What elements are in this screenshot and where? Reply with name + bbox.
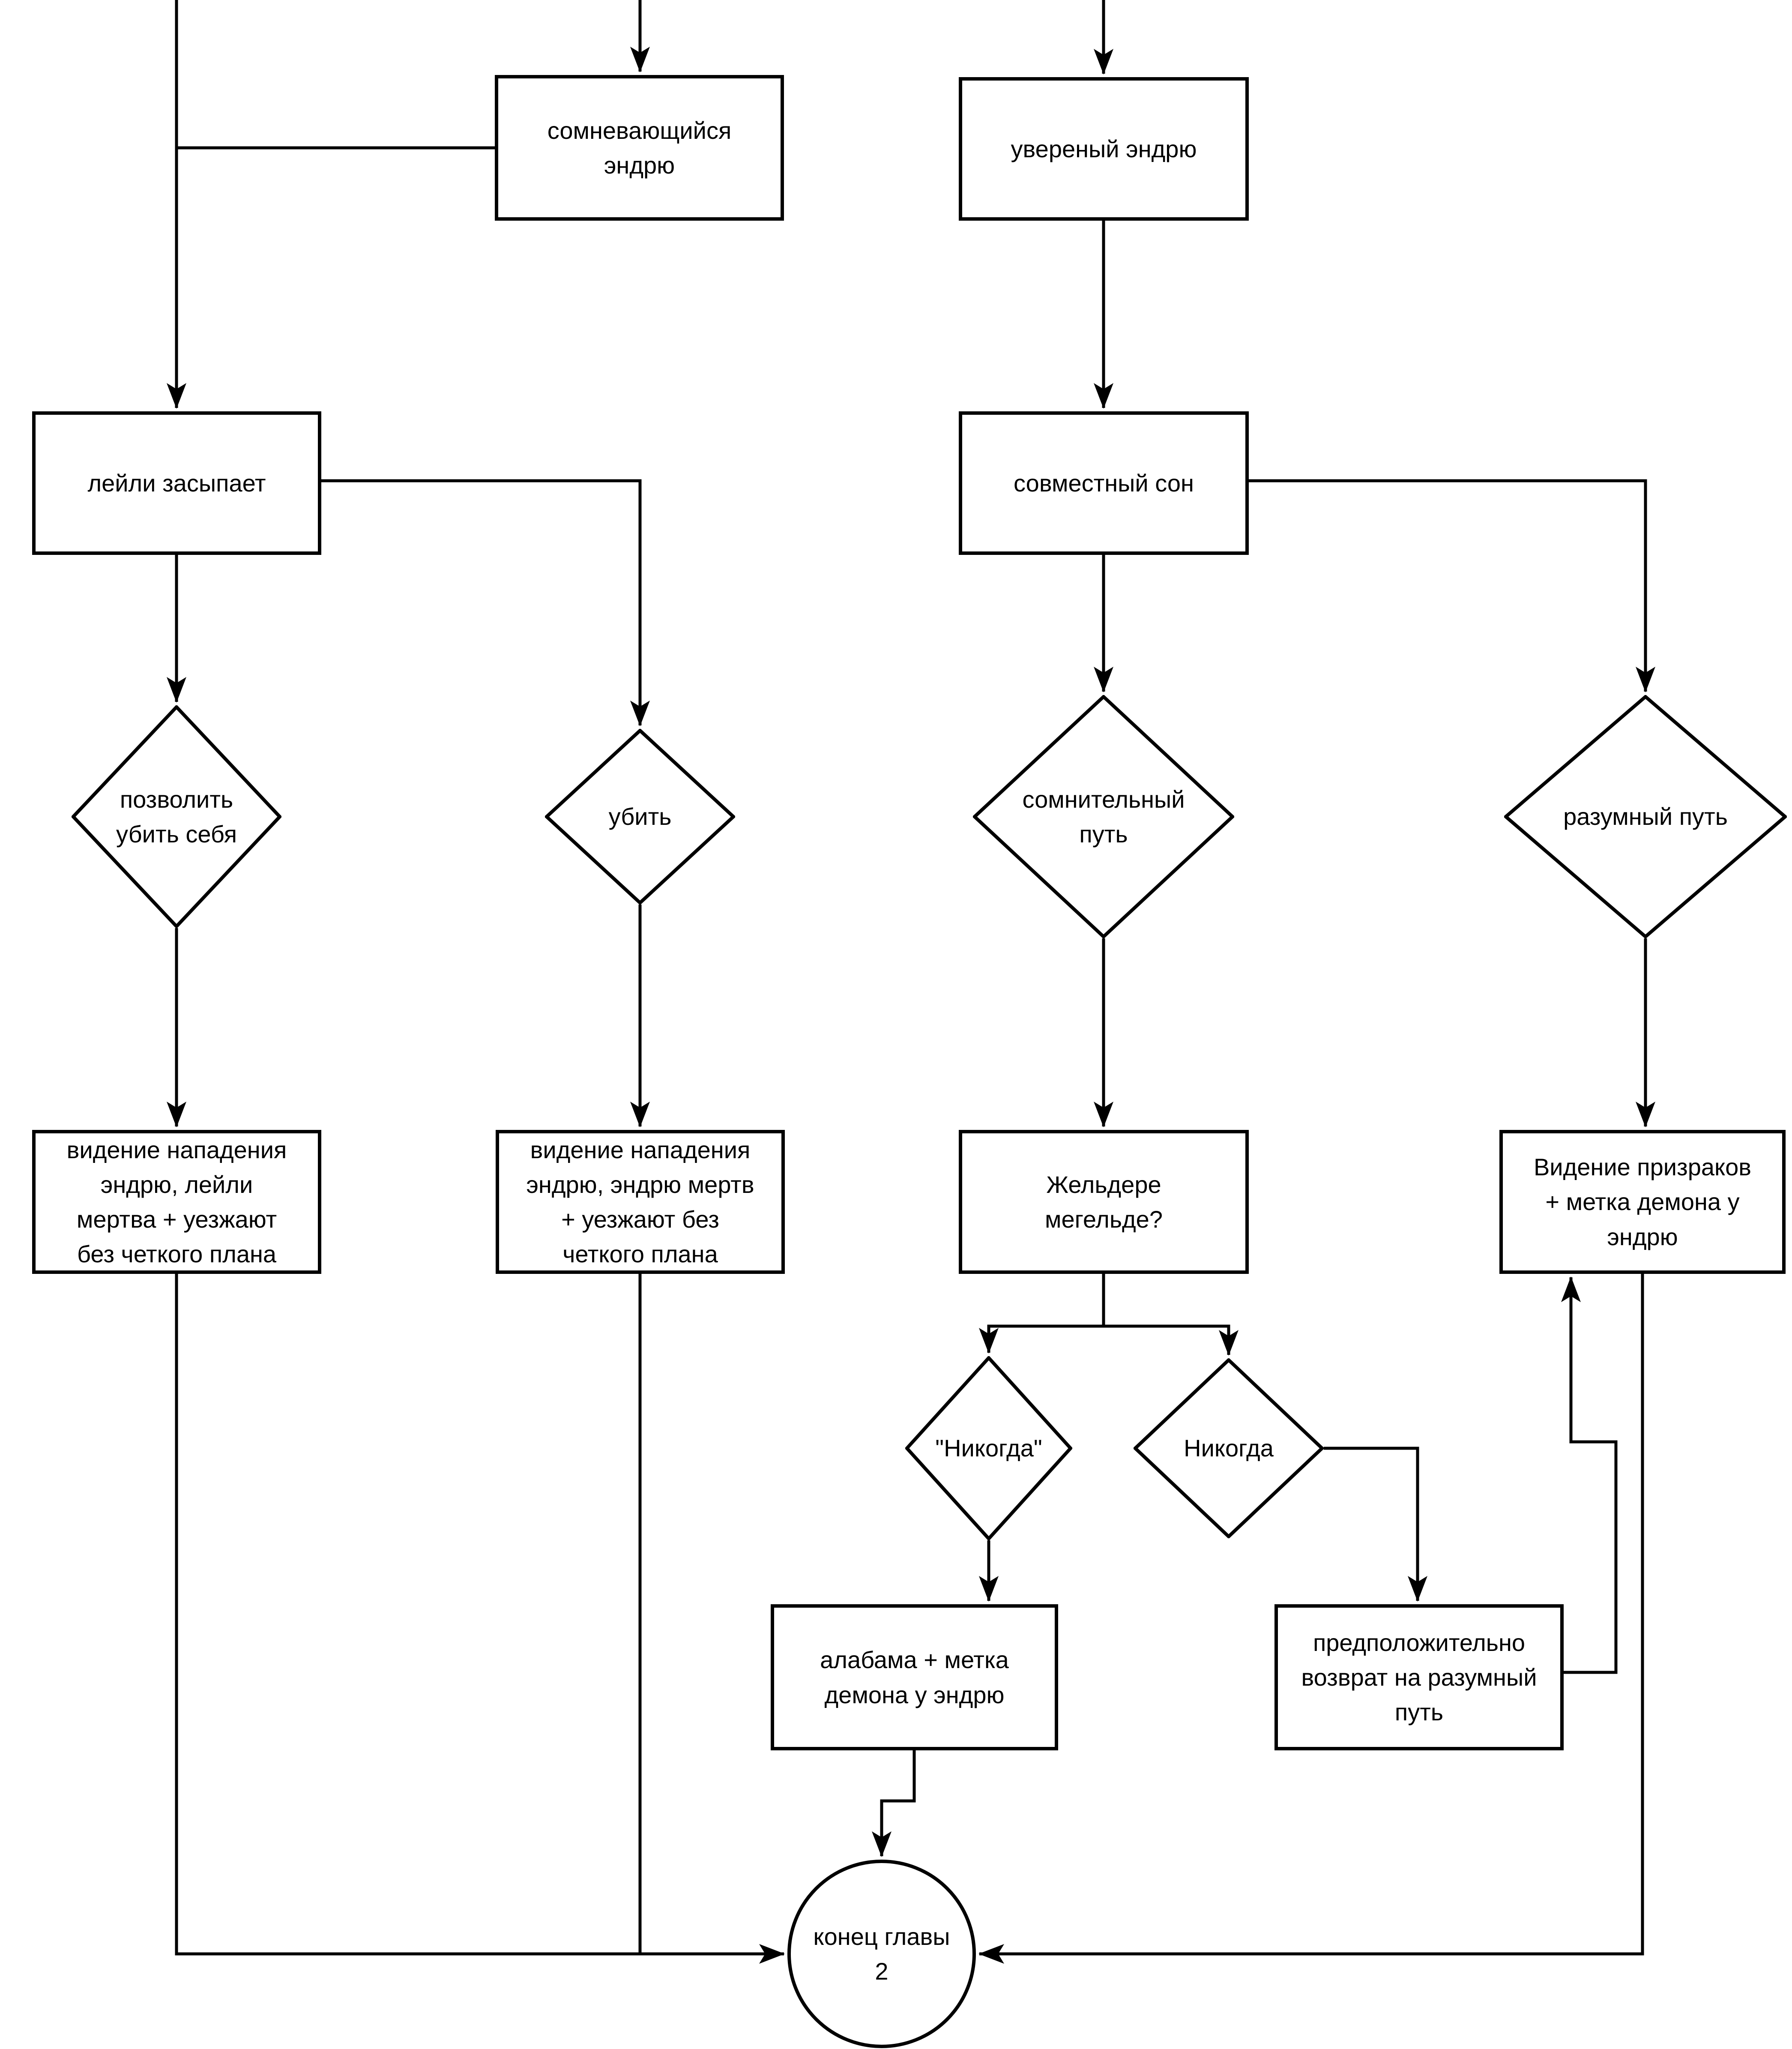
node-doubting-andrew-label: сомневающийся эндрю bbox=[547, 117, 732, 179]
node-vision-leili-dead: видение нападения эндрю, лейли мертва + … bbox=[32, 1130, 321, 1274]
diamond-shape bbox=[1504, 695, 1787, 938]
node-never-quoted: "Никогда" bbox=[905, 1356, 1072, 1540]
edge-never-plain-to-presumably-return bbox=[1324, 1447, 1427, 1602]
node-doubtful-path-label: сомнительный путь bbox=[1022, 785, 1185, 848]
node-confident-andrew: увереный эндрю bbox=[959, 77, 1249, 221]
edge-alabama-to-end-of-chapter bbox=[872, 1750, 916, 1857]
node-alabama-mark: алабама + метка демона у эндрю bbox=[771, 1604, 1058, 1750]
diamond-shape bbox=[1134, 1358, 1324, 1538]
edge-vision-leili-dead-to-end-of-chapter bbox=[175, 1274, 785, 1964]
node-end-of-chapter: конец главы 2 bbox=[787, 1860, 976, 2048]
edge-leili-sleeps-to-kill bbox=[321, 479, 650, 726]
node-alabama-mark-label: алабама + метка демона у эндрю bbox=[820, 1646, 1009, 1708]
node-zheldere-megelde: Жельдере мегельде? bbox=[959, 1130, 1249, 1274]
node-let-kill-self: позволить убить себя bbox=[72, 705, 281, 928]
node-zheldere-megelde-label: Жельдере мегельде? bbox=[1045, 1171, 1163, 1233]
node-confident-andrew-label: увереный эндрю bbox=[1011, 135, 1197, 162]
node-kill: убить bbox=[545, 729, 735, 905]
node-let-kill-self-label: позволить убить себя bbox=[116, 785, 237, 848]
node-reasonable-path: разумный путь bbox=[1504, 695, 1787, 938]
edge-ghosts-vision-to-end-of-chapter bbox=[978, 1273, 1644, 1964]
node-kill-label: убить bbox=[608, 803, 672, 830]
edge-presumably-return-to-ghosts-vision bbox=[1561, 1276, 1618, 1674]
edge-zheldere-to-never-quoted bbox=[979, 1274, 1105, 1354]
node-never-quoted-label: "Никогда" bbox=[935, 1435, 1042, 1462]
node-vision-andrew-dead-label: видение нападения эндрю, эндрю мертв + у… bbox=[526, 1136, 754, 1268]
node-vision-andrew-dead: видение нападения эндрю, эндрю мертв + у… bbox=[496, 1130, 785, 1274]
node-shared-dream-label: совместный сон bbox=[1014, 469, 1194, 497]
node-never-plain-label: Никогда bbox=[1184, 1435, 1274, 1462]
node-reasonable-path-label: разумный путь bbox=[1563, 803, 1728, 830]
edge-zheldere-to-never-plain bbox=[1104, 1324, 1239, 1356]
edge-shared-dream-to-reasonable-path bbox=[1249, 479, 1655, 692]
node-end-of-chapter-label: конец главы 2 bbox=[813, 1923, 950, 1985]
diamond-shape bbox=[545, 729, 735, 905]
node-leili-sleeps: лейли засыпает bbox=[32, 411, 321, 555]
node-vision-leili-dead-label: видение нападения эндрю, лейли мертва + … bbox=[66, 1136, 287, 1268]
diamond-shape bbox=[973, 695, 1234, 938]
node-presumably-return-label: предположительно возврат на разумный пут… bbox=[1301, 1629, 1537, 1726]
node-never-plain: Никогда bbox=[1134, 1358, 1324, 1538]
node-doubtful-path: сомнительный путь bbox=[973, 695, 1234, 938]
node-shared-dream: совместный сон bbox=[959, 411, 1249, 555]
diamond-shape bbox=[72, 705, 281, 928]
diamond-shape bbox=[905, 1356, 1072, 1540]
node-ghosts-vision: Видение призраков + метка демона у эндрю bbox=[1499, 1130, 1786, 1274]
node-ghosts-vision-label: Видение призраков + метка демона у эндрю bbox=[1533, 1153, 1752, 1250]
node-presumably-return: предположительно возврат на разумный пут… bbox=[1274, 1604, 1564, 1750]
node-doubting-andrew: сомневающийся эндрю bbox=[495, 75, 784, 221]
node-leili-sleeps-label: лейли засыпает bbox=[87, 469, 266, 497]
